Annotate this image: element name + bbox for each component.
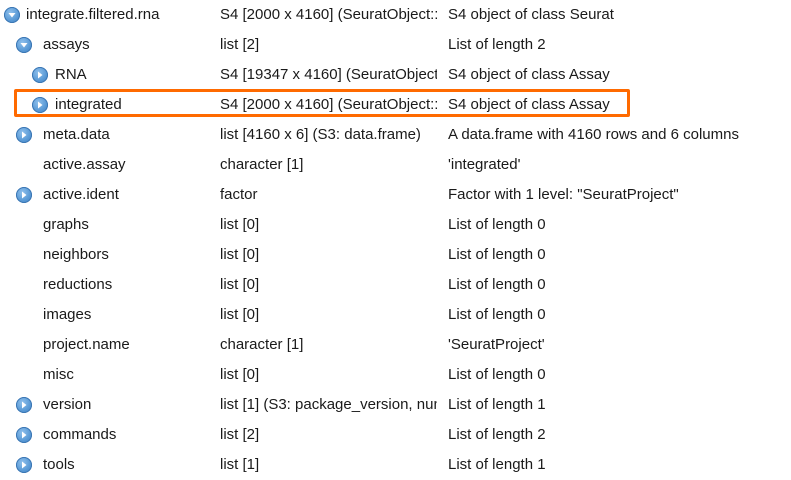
tree-row[interactable]: reductions list [0] List of length 0 — [0, 270, 791, 300]
tree-row[interactable]: misc list [0] List of length 0 — [0, 360, 791, 390]
name-cell: commands — [0, 420, 214, 450]
row-name: images — [43, 306, 92, 323]
collapsed-triangle-icon[interactable] — [16, 397, 32, 413]
row-value: List of length 0 — [448, 366, 546, 383]
name-cell: integrate.filtered.rna — [0, 0, 214, 30]
row-value: List of length 0 — [448, 306, 546, 323]
row-value: S4 object of class Assay — [448, 96, 610, 113]
name-cell: active.ident — [0, 180, 214, 210]
tree-row[interactable]: meta.data list [4160 x 6] (S3: data.frame… — [0, 120, 791, 150]
row-value: S4 object of class Assay — [448, 66, 610, 83]
row-value: List of length 0 — [448, 246, 546, 263]
collapsed-triangle-icon[interactable] — [16, 457, 32, 473]
tree-row[interactable]: integrated S4 [2000 x 4160] (SeuratObject… — [0, 90, 791, 120]
name-cell: neighbors — [0, 240, 214, 270]
row-name: project.name — [43, 336, 130, 353]
row-value: S4 object of class Seurat — [448, 6, 614, 23]
row-type: list [2] — [220, 426, 260, 443]
name-cell: tools — [0, 450, 214, 480]
row-type: S4 [19347 x 4160] (SeuratObject::Assay) — [220, 66, 437, 83]
row-value: A data.frame with 4160 rows and 6 column… — [448, 126, 739, 143]
tree-row[interactable]: graphs list [0] List of length 0 — [0, 210, 791, 240]
row-value: List of length 2 — [448, 426, 546, 443]
row-value: List of length 1 — [448, 396, 546, 413]
collapsed-triangle-icon[interactable] — [32, 67, 48, 83]
row-value: List of length 0 — [448, 216, 546, 233]
row-name: graphs — [43, 216, 89, 233]
tree-row[interactable]: images list [0] List of length 0 — [0, 300, 791, 330]
row-type: list [1] (S3: package_version, numeric_v… — [220, 396, 437, 413]
row-value: 'integrated' — [448, 156, 521, 173]
tree-row[interactable]: tools list [1] List of length 1 — [0, 450, 791, 480]
name-cell: project.name — [0, 330, 214, 360]
collapsed-triangle-icon[interactable] — [32, 97, 48, 113]
name-cell: integrated — [0, 90, 214, 120]
row-type: list [0] — [220, 366, 260, 383]
name-cell: meta.data — [0, 120, 214, 150]
tree-row[interactable]: assays list [2] List of length 2 — [0, 30, 791, 60]
name-cell: misc — [0, 360, 214, 390]
collapsed-triangle-icon[interactable] — [16, 427, 32, 443]
tree-row[interactable]: integrate.filtered.rna S4 [2000 x 4160] (… — [0, 0, 791, 30]
name-cell: images — [0, 300, 214, 330]
row-name: commands — [43, 426, 117, 443]
name-cell: RNA — [0, 60, 214, 90]
row-value: List of length 2 — [448, 36, 546, 53]
expanded-triangle-icon[interactable] — [16, 37, 32, 53]
tree-row[interactable]: commands list [2] List of length 2 — [0, 420, 791, 450]
expanded-triangle-icon[interactable] — [4, 7, 20, 23]
row-type: S4 [2000 x 4160] (SeuratObject::Assay) — [220, 96, 437, 113]
name-cell: assays — [0, 30, 214, 60]
row-type: list [4160 x 6] (S3: data.frame) — [220, 126, 421, 143]
row-type: list [2] — [220, 36, 260, 53]
row-value: List of length 0 — [448, 276, 546, 293]
collapsed-triangle-icon[interactable] — [16, 127, 32, 143]
row-type: list [0] — [220, 246, 260, 263]
name-cell: active.assay — [0, 150, 214, 180]
name-cell: graphs — [0, 210, 214, 240]
row-name: version — [43, 396, 92, 413]
row-type: S4 [2000 x 4160] (SeuratObject::Seurat) — [220, 6, 437, 23]
row-name: reductions — [43, 276, 113, 293]
collapsed-triangle-icon[interactable] — [16, 187, 32, 203]
row-type: list [1] — [220, 456, 260, 473]
row-value: List of length 1 — [448, 456, 546, 473]
row-type: character [1] — [220, 336, 304, 353]
row-type: factor — [220, 186, 258, 203]
row-type: character [1] — [220, 156, 304, 173]
row-type: list [0] — [220, 276, 260, 293]
tree-row[interactable]: active.ident factor Factor with 1 level: "… — [0, 180, 791, 210]
tree-row[interactable]: RNA S4 [19347 x 4160] (SeuratObject::Assa… — [0, 60, 791, 90]
row-name: misc — [43, 366, 74, 383]
tree-row[interactable]: active.assay character [1] 'integrated' — [0, 150, 791, 180]
row-name: tools — [43, 456, 75, 473]
name-cell: reductions — [0, 270, 214, 300]
row-name: active.assay — [43, 156, 126, 173]
row-value: 'SeuratProject' — [448, 336, 545, 353]
name-cell: version — [0, 390, 214, 420]
tree-row[interactable]: version list [1] (S3: package_version, nu… — [0, 390, 791, 420]
tree-row[interactable]: project.name character [1] 'SeuratProject' — [0, 330, 791, 360]
row-name: active.ident — [43, 186, 119, 203]
row-type: list [0] — [220, 306, 260, 323]
row-type: list [0] — [220, 216, 260, 233]
row-name: integrated — [55, 96, 122, 113]
row-name: meta.data — [43, 126, 110, 143]
row-name: RNA — [55, 66, 87, 83]
row-name: assays — [43, 36, 90, 53]
row-name: neighbors — [43, 246, 109, 263]
row-value: Factor with 1 level: "SeuratProject" — [448, 186, 679, 203]
tree-row[interactable]: neighbors list [0] List of length 0 — [0, 240, 791, 270]
row-name: integrate.filtered.rna — [26, 6, 160, 23]
